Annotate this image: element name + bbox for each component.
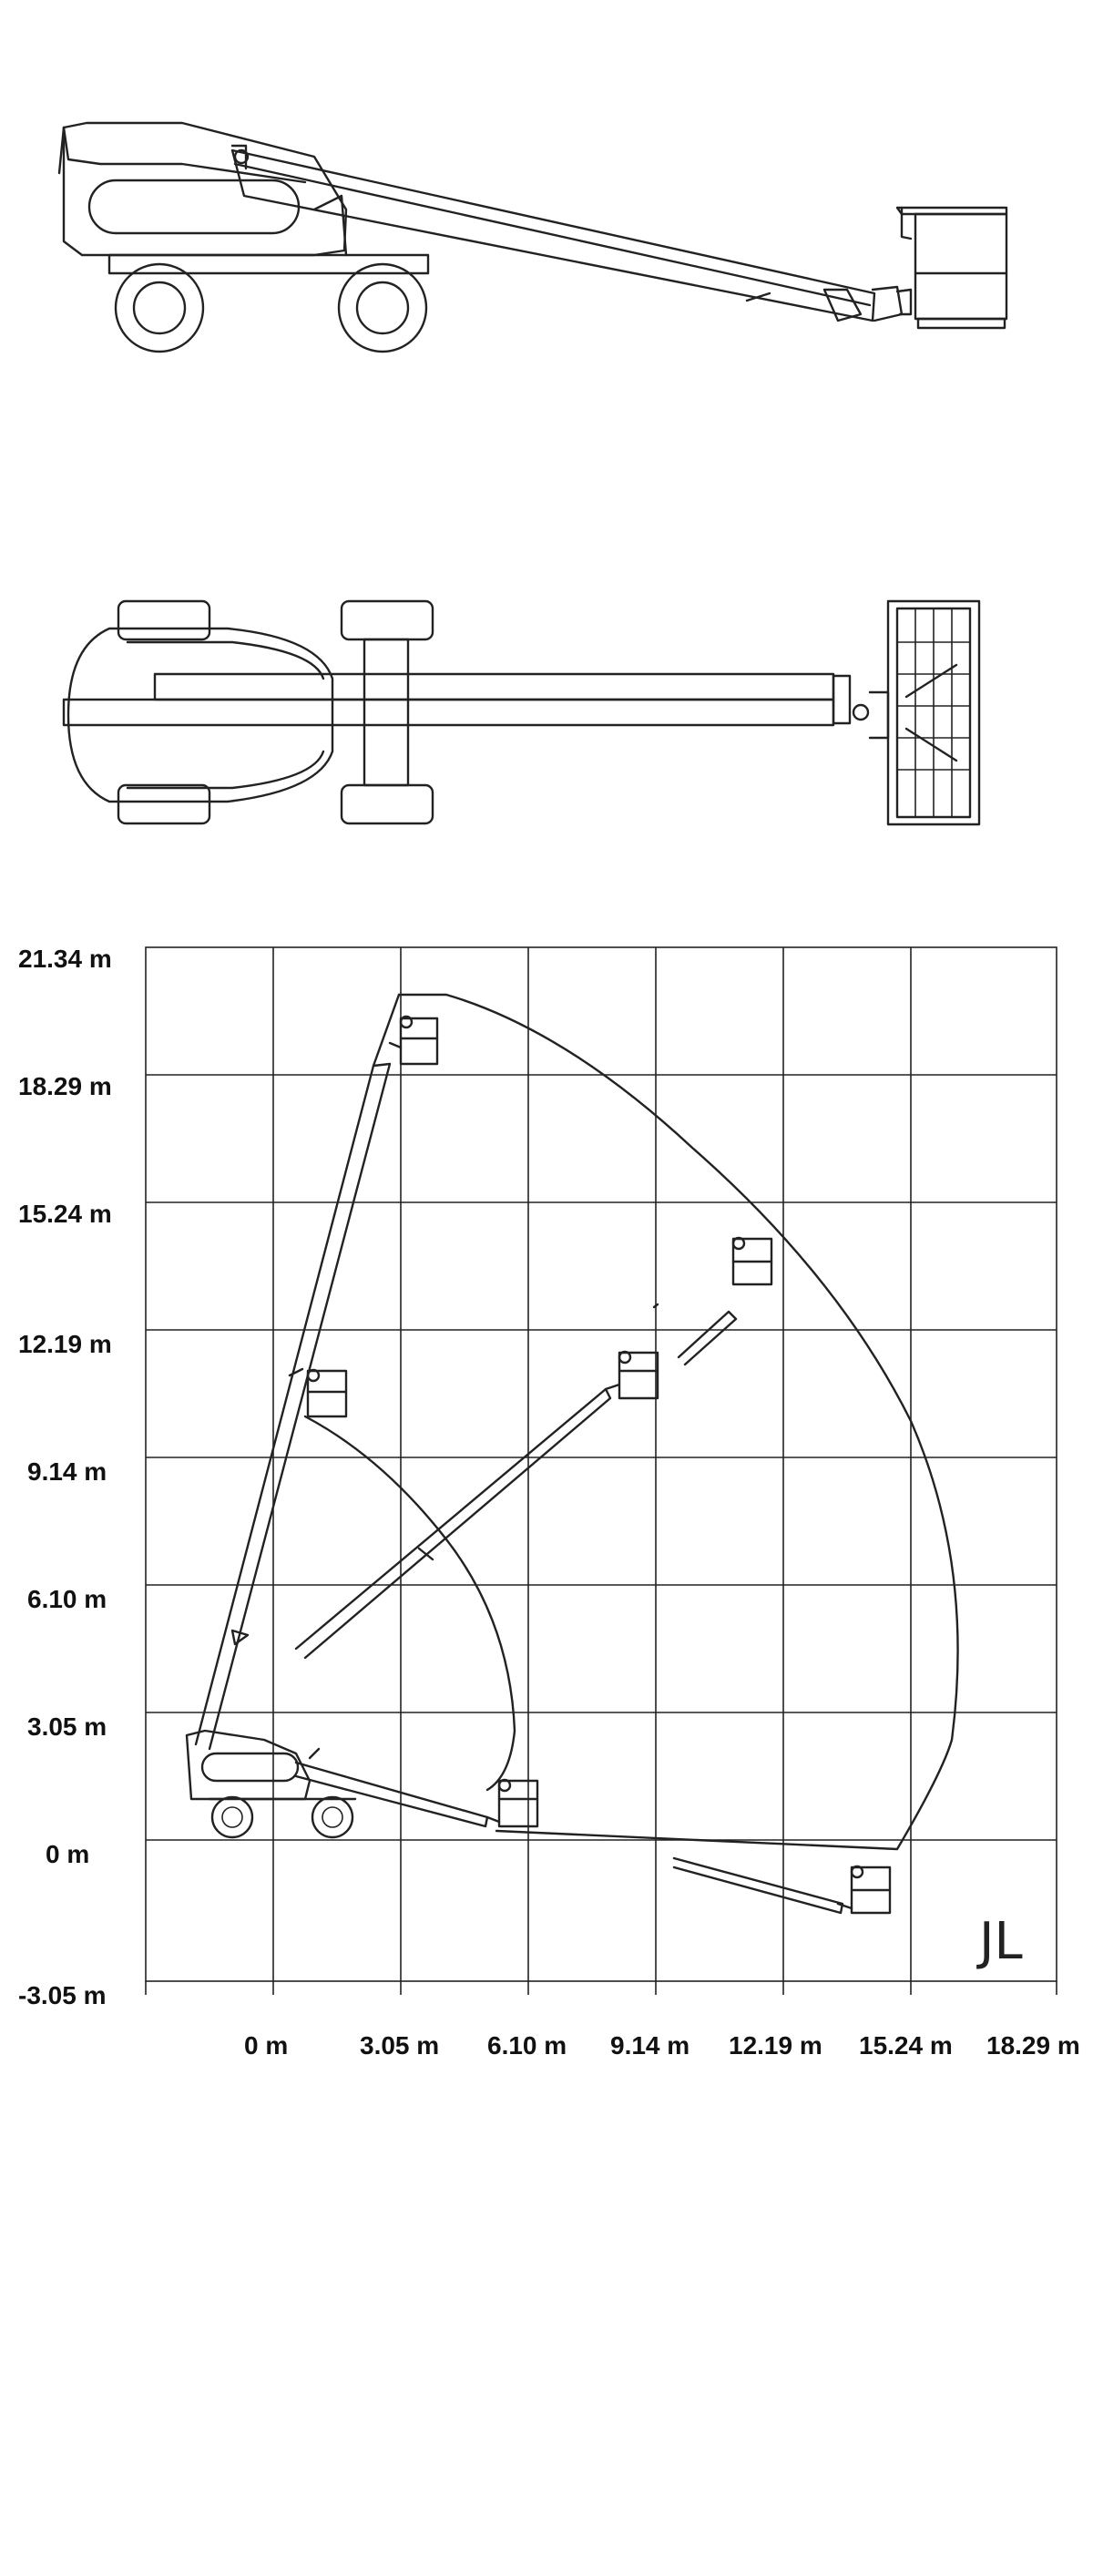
chart-grid — [145, 946, 1057, 1982]
platform-far — [836, 1865, 892, 1915]
x-tick-label: 18.29 m — [986, 2031, 1080, 2060]
y-tick-label: -3.05 m — [18, 1981, 107, 2009]
y-tick-label: 12.19 m — [18, 1330, 112, 1358]
y-tick-label: 15.24 m — [18, 1200, 112, 1228]
platform-top — [388, 1015, 439, 1066]
y-tick-label: 18.29 m — [18, 1072, 112, 1100]
brand-mark: JL — [976, 1912, 1023, 1971]
y-tick-label: 6.10 m — [27, 1585, 107, 1613]
platform-diag-2 — [731, 1236, 773, 1286]
y-tick-label: 3.05 m — [27, 1712, 107, 1741]
y-tick-label: 9.14 m — [27, 1457, 107, 1486]
platform-low — [485, 1778, 539, 1828]
reach-envelope — [397, 993, 959, 1851]
top-view-drawing — [62, 599, 981, 826]
platform-mid-left — [306, 1368, 348, 1418]
x-tick-label: 0 m — [244, 2031, 288, 2060]
y-tick-label: 0 m — [46, 1840, 89, 1868]
machine-chart-icon — [185, 1729, 357, 1839]
y-axis-labels: 21.34 m 18.29 m 15.24 m 12.19 m 9.14 m 6… — [18, 945, 112, 2009]
side-view-drawing — [57, 121, 1008, 353]
x-tick-label: 6.10 m — [487, 2031, 567, 2060]
platform-diag-1 — [604, 1350, 659, 1400]
y-tick-label: 21.34 m — [18, 945, 112, 973]
working-range-chart: JL 21.34 m 18.29 m 15.24 m 12.19 m 9.14 … — [18, 945, 1080, 2060]
x-tick-label: 15.24 m — [859, 2031, 953, 2060]
x-tick-label: 9.14 m — [610, 2031, 690, 2060]
x-tick-label: 12.19 m — [729, 2031, 822, 2060]
x-tick-label: 3.05 m — [360, 2031, 439, 2060]
x-axis-labels: 0 m 3.05 m 6.10 m 9.14 m 12.19 m 15.24 m… — [244, 2031, 1080, 2060]
